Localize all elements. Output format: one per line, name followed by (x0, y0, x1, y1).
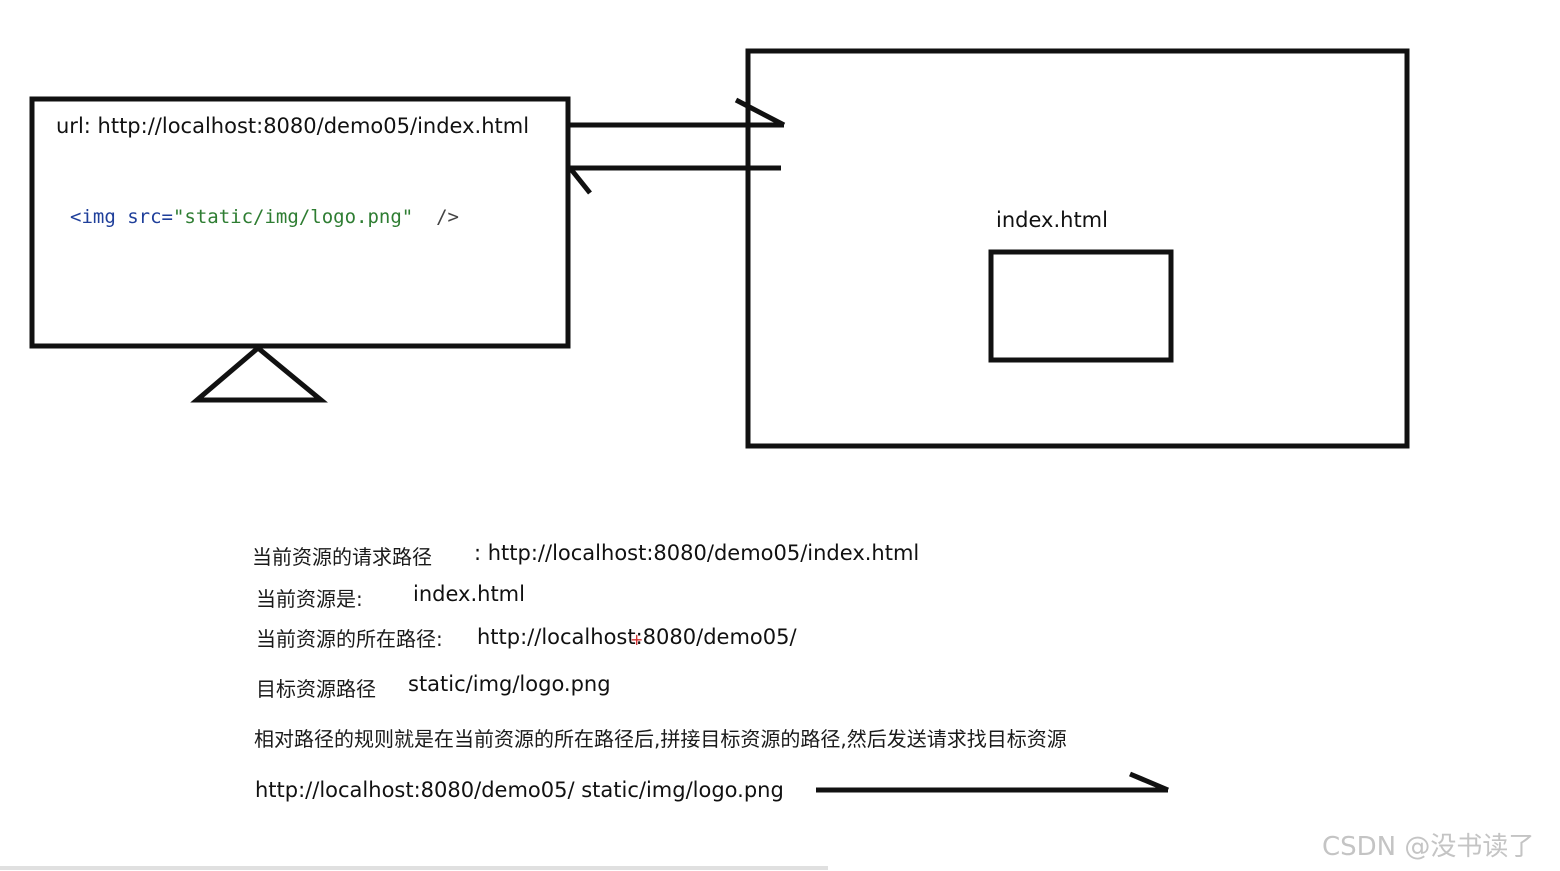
server-frame (745, 48, 1410, 449)
code-src-value: "static/img/logo.png" (172, 206, 414, 228)
result-arrow-head (1129, 771, 1169, 793)
img-tag-code: <img src="static/img/logo.png" /> (70, 206, 459, 228)
monitor-stand (190, 344, 328, 403)
target-value: static/img/logo.png (408, 672, 611, 696)
current-resource-value: index.html (413, 582, 525, 606)
rule-text: 相对路径的规则就是在当前资源的所在路径后,拼接目标资源的路径,然后发送请求找目标… (254, 727, 1067, 751)
csdn-watermark: CSDN @没书读了 (1322, 832, 1535, 862)
request-path-label: 当前资源的请求路径 (252, 545, 432, 569)
code-attr-src: src= (127, 206, 173, 228)
result-url: http://localhost:8080/demo05/ static/img… (255, 778, 784, 802)
target-label: 目标资源路径 (256, 677, 376, 701)
request-path-value: : http://localhost:8080/demo05/index.htm… (474, 541, 920, 565)
server-file-label: index.html (996, 208, 1108, 232)
index-html-file-box (988, 249, 1174, 363)
browser-monitor-frame (29, 96, 571, 349)
cursor-crosshair-icon: + (630, 630, 644, 649)
current-resource-label: 当前资源是: (256, 587, 363, 611)
browser-url-text: url: http://localhost:8080/demo05/index.… (56, 114, 530, 138)
response-arrow-head (568, 166, 592, 195)
code-tag-close: /> (436, 206, 459, 228)
location-value: http://localhost:8080/demo05/ (477, 625, 797, 649)
code-tag-open: <img (70, 206, 116, 228)
request-arrow-head (734, 97, 786, 128)
location-label: 当前资源的所在路径: (256, 627, 443, 651)
bottom-scrollbar-track (0, 866, 828, 870)
